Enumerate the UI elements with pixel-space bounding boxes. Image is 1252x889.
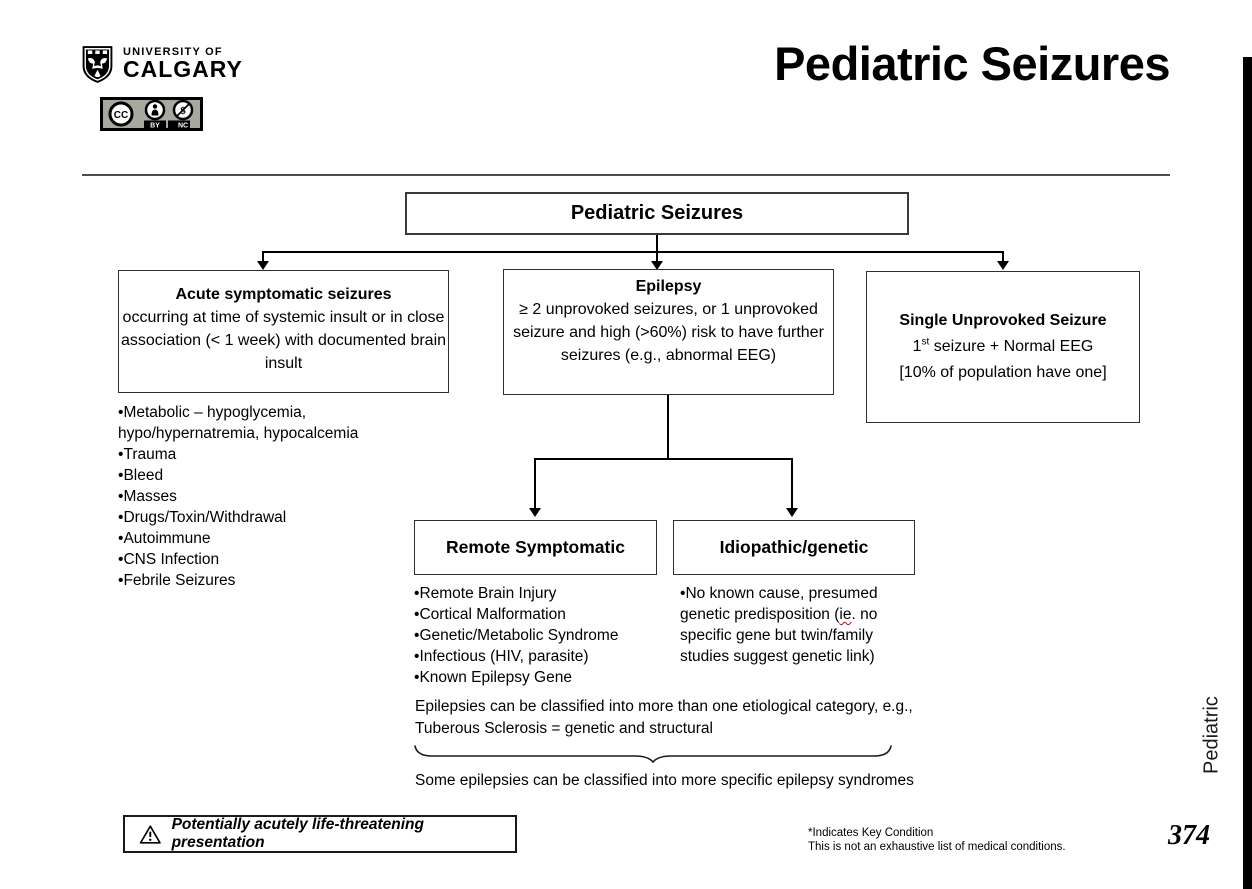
bullet-item: Remote Brain Injury	[414, 583, 676, 604]
header-divider	[82, 174, 1170, 176]
bullet-item: Drugs/Toxin/Withdrawal	[118, 507, 414, 528]
arrow-to-idiopathic-icon	[786, 508, 798, 517]
etiology-note: Epilepsies can be classified into more t…	[415, 698, 913, 737]
arrow-to-single-icon	[997, 261, 1009, 270]
bullet-item: Febrile Seizures	[118, 570, 414, 591]
connector-acute-stem	[262, 251, 264, 261]
single-unprovoked-line2: 1st seizure + Normal EEG	[867, 334, 1139, 360]
remote-symptomatic-title: Remote Symptomatic	[446, 537, 625, 557]
page-number: 374	[1168, 820, 1210, 851]
bullet-item: Cortical Malformation	[414, 604, 676, 625]
epilepsy-box: Epilepsy ≥ 2 unprovoked seizures, or 1 u…	[503, 269, 834, 395]
idiopathic-bullet-post: . no specific gene but twin/family studi…	[680, 606, 878, 665]
bullet-item: Known Epilepsy Gene	[414, 667, 676, 688]
bullet-item: CNS Infection	[118, 549, 414, 570]
warning-triangle-icon	[139, 824, 161, 844]
idiopathic-bullet-pre: No known cause, presumed genetic predisp…	[680, 585, 878, 623]
university-logo-text: UNIVERSITY OF CALGARY	[123, 44, 243, 82]
arrow-to-acute-icon	[257, 261, 269, 270]
flowchart-root-box: Pediatric Seizures	[405, 192, 909, 235]
section-tab-pediatric: Pediatric	[1200, 696, 1223, 774]
bullet-item: Autoimmune	[118, 528, 414, 549]
university-logo-line1: UNIVERSITY OF	[123, 46, 223, 58]
remote-cause-list: Remote Brain InjuryCortical Malformation…	[414, 583, 676, 688]
svg-text:BY: BY	[150, 122, 160, 129]
idiopathic-genetic-box: Idiopathic/genetic	[673, 520, 915, 575]
arrow-to-epilepsy-icon	[651, 261, 663, 270]
university-logo: UNIVERSITY OF CALGARY	[80, 44, 243, 85]
syndromes-note: Some epilepsies can be classified into m…	[415, 772, 914, 789]
single-unprovoked-box: Single Unprovoked Seizure 1st seizure + …	[866, 271, 1140, 423]
connector-idiopathic-stem	[791, 458, 793, 508]
acute-cause-list: Metabolic – hypoglycemia, hypo/hypernatr…	[118, 402, 414, 591]
footnote-line1: *Indicates Key Condition	[808, 827, 934, 839]
epilepsy-title: Epilepsy	[635, 278, 702, 295]
bullet-item: Trauma	[118, 444, 414, 465]
bullet-item: Metabolic – hypoglycemia, hypo/hypernatr…	[118, 402, 414, 444]
remote-symptomatic-box: Remote Symptomatic	[414, 520, 657, 575]
non-commercial-nc-icon: $ NC	[168, 99, 194, 129]
svg-text:NC: NC	[178, 122, 188, 129]
acute-symptomatic-title: Acute symptomatic seizures	[175, 286, 392, 303]
arrow-to-remote-icon	[529, 508, 541, 517]
connector-single-stem	[1002, 251, 1004, 261]
footnote-line2: This is not an exhaustive list of medica…	[808, 841, 1066, 853]
bullet-item: Bleed	[118, 465, 414, 486]
cc-icon: CC	[108, 101, 134, 127]
connector-epilepsy-branch	[534, 458, 793, 460]
single-line2-rest: seizure + Normal EEG	[929, 338, 1094, 355]
idiopathic-cause-list: No known cause, presumed genetic predisp…	[680, 583, 910, 667]
flowchart-root-title: Pediatric Seizures	[570, 202, 744, 224]
university-logo-line2: CALGARY	[123, 56, 243, 82]
acute-symptomatic-box: Acute symptomatic seizures occurring at …	[118, 270, 449, 393]
page-title: Pediatric Seizures	[774, 37, 1170, 90]
connector-remote-stem	[534, 458, 536, 508]
underbrace-icon	[414, 745, 892, 763]
idiopathic-bullet-misspelling: ie	[839, 606, 852, 623]
svg-text:CC: CC	[114, 110, 128, 121]
warning-text: Potentially acutely life-threatening pre…	[171, 816, 424, 851]
connector-epilepsy-stem	[656, 251, 658, 261]
single-unprovoked-line3: [10% of population have one]	[899, 364, 1107, 381]
connector-epilepsy-down	[667, 395, 669, 460]
acute-symptomatic-body: occurring at time of systemic insult or …	[120, 309, 447, 372]
university-crest-icon	[82, 46, 113, 83]
idiopathic-genetic-title: Idiopathic/genetic	[719, 537, 869, 557]
single-line2-number: 1	[912, 338, 922, 355]
connector-root-branch	[262, 251, 1004, 253]
warning-box: Potentially acutely life-threatening pre…	[123, 815, 517, 853]
bullet-item: No known cause, presumed genetic predisp…	[680, 583, 910, 667]
section-edge-bar	[1243, 57, 1252, 889]
single-line2-ordinal: st	[921, 336, 930, 348]
bullet-item: Masses	[118, 486, 414, 507]
cc-by-nc-license-badge: CC BY $ NC	[100, 97, 203, 136]
epilepsy-body: ≥ 2 unprovoked seizures, or 1 unprovoked…	[513, 301, 824, 364]
single-unprovoked-title: Single Unprovoked Seizure	[899, 312, 1107, 329]
attribution-by-icon: BY	[144, 99, 166, 129]
bullet-item: Infectious (HIV, parasite)	[414, 646, 676, 667]
connector-root-stem	[656, 235, 658, 252]
footnote: *Indicates Key Condition This is not an …	[808, 826, 1066, 854]
bullet-item: Genetic/Metabolic Syndrome	[414, 625, 676, 646]
